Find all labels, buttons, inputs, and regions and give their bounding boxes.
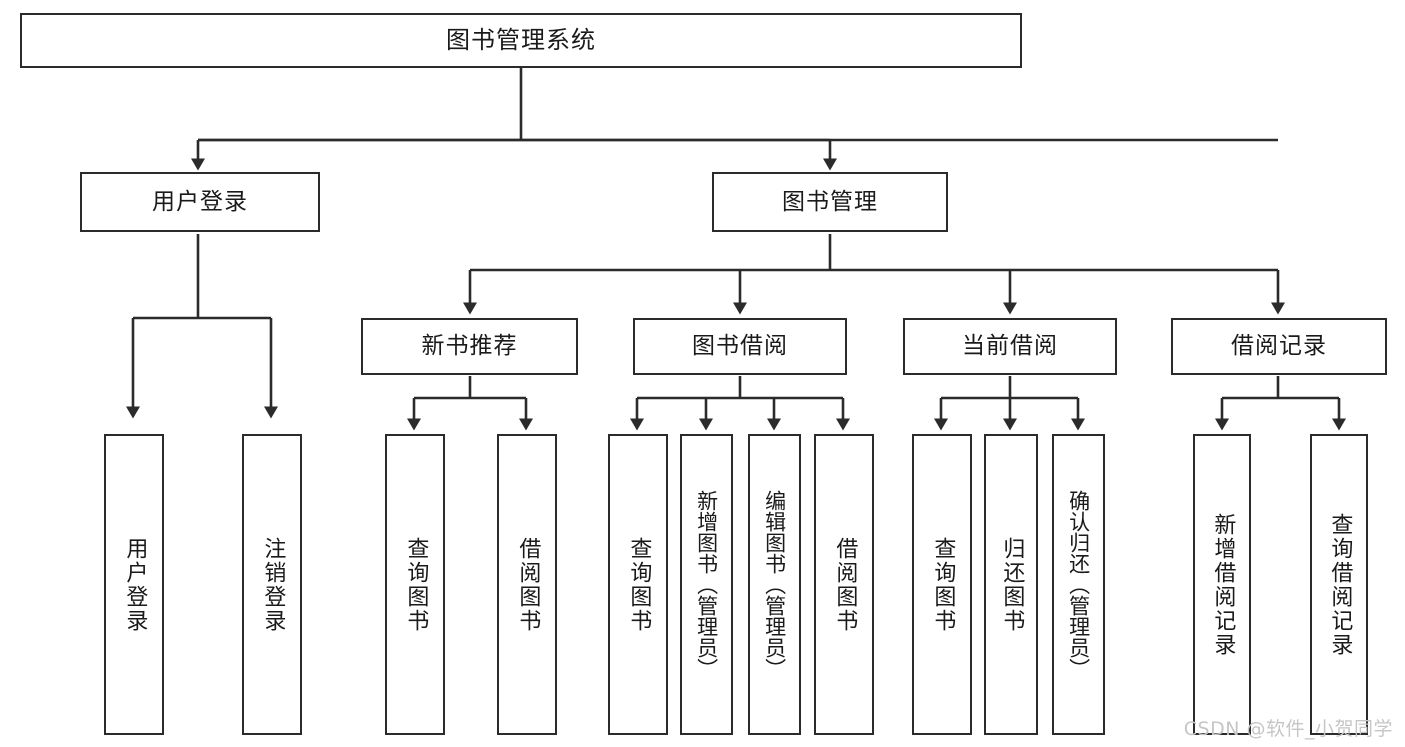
node-user-login-label: 用户登录 (152, 188, 248, 215)
node-borrow-record-label: 借阅记录 (1231, 333, 1327, 360)
node-book-borrow[interactable]: 图书借阅 (633, 318, 847, 375)
node-leaf-return-book-label: 归还图书 (999, 536, 1025, 633)
node-leaf-query-record-label: 查询借阅记录 (1327, 512, 1353, 657)
node-leaf-add-book[interactable]: 新增图书（管理员） (680, 434, 733, 735)
node-leaf-confirm-return-label: 确认归还（管理员） (1066, 490, 1091, 679)
node-leaf-add-record[interactable]: 新增借阅记录 (1193, 434, 1251, 735)
node-current-borrow-label: 当前借阅 (962, 333, 1058, 360)
node-leaf-borrow-book-2-label: 借阅图书 (832, 536, 858, 633)
node-new-book-recommend-label: 新书推荐 (421, 333, 518, 360)
node-leaf-query-book-1[interactable]: 查询图书 (385, 434, 445, 735)
node-leaf-logout[interactable]: 注销登录 (242, 434, 302, 735)
node-leaf-query-book-2-label: 查询图书 (626, 536, 652, 633)
node-leaf-return-book[interactable]: 归还图书 (984, 434, 1038, 735)
node-leaf-query-book-3-label: 查询图书 (930, 536, 956, 633)
node-leaf-query-record[interactable]: 查询借阅记录 (1310, 434, 1368, 735)
node-book-management[interactable]: 图书管理 (712, 172, 948, 232)
node-leaf-borrow-book-2[interactable]: 借阅图书 (814, 434, 874, 735)
node-leaf-edit-book[interactable]: 编辑图书（管理员） (748, 434, 801, 735)
watermark: CSDN @软件_小贺同学 (1183, 718, 1393, 740)
node-root-label: 图书管理系统 (446, 25, 596, 54)
node-leaf-user-login[interactable]: 用户登录 (104, 434, 164, 735)
node-leaf-confirm-return[interactable]: 确认归还（管理员） (1052, 434, 1105, 735)
node-book-borrow-label: 图书借阅 (692, 333, 788, 360)
node-leaf-add-record-label: 新增借阅记录 (1210, 512, 1236, 657)
node-root[interactable]: 图书管理系统 (20, 13, 1022, 68)
node-leaf-query-book-2[interactable]: 查询图书 (608, 434, 668, 735)
node-leaf-user-login-label: 用户登录 (122, 536, 148, 633)
node-leaf-query-book-3[interactable]: 查询图书 (912, 434, 972, 735)
node-leaf-borrow-book-1[interactable]: 借阅图书 (497, 434, 557, 735)
node-leaf-logout-label: 注销登录 (260, 536, 286, 633)
node-book-management-label: 图书管理 (782, 188, 878, 215)
node-leaf-edit-book-label: 编辑图书（管理员） (762, 490, 787, 679)
node-new-book-recommend[interactable]: 新书推荐 (361, 318, 578, 375)
node-leaf-add-book-label: 新增图书（管理员） (694, 490, 719, 679)
node-borrow-record[interactable]: 借阅记录 (1171, 318, 1387, 375)
node-leaf-query-book-1-label: 查询图书 (403, 536, 429, 633)
node-user-login[interactable]: 用户登录 (80, 172, 320, 232)
node-current-borrow[interactable]: 当前借阅 (903, 318, 1117, 375)
node-leaf-borrow-book-1-label: 借阅图书 (515, 536, 541, 633)
